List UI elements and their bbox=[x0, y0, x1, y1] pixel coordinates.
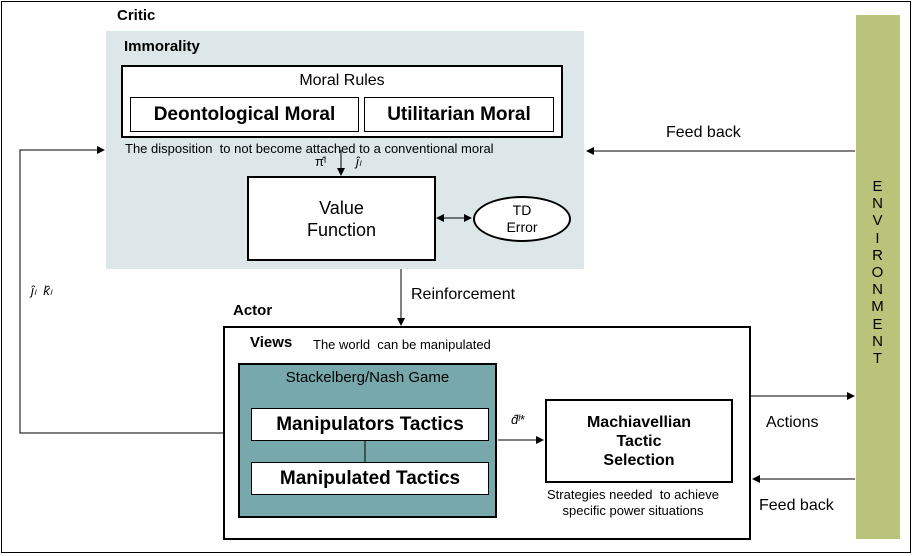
utilitarian-moral-label: Utilitarian Moral bbox=[387, 103, 531, 125]
td-error-ellipse: TD Error bbox=[473, 196, 571, 242]
value-function-line2: Function bbox=[306, 219, 377, 240]
selection-line3: Selection bbox=[603, 451, 675, 469]
j-label: ĵₗ bbox=[356, 154, 362, 169]
left-loop-line bbox=[19, 146, 223, 434]
td-error-line1: TD bbox=[512, 202, 532, 218]
stackelberg-nash-game-label: Stackelberg/Nash Game bbox=[285, 369, 450, 386]
selection-line2: Tactic bbox=[616, 432, 662, 450]
views-note: The world can be manipulated bbox=[313, 337, 491, 352]
actor-title: Actor bbox=[233, 302, 273, 319]
manipulators-tactics-label: Manipulators Tactics bbox=[276, 413, 464, 435]
utilitarian-moral-box: Utilitarian Moral bbox=[364, 97, 554, 132]
reinforcement-label: Reinforcement bbox=[411, 286, 516, 303]
disposition-text: The disposition to not become attached t… bbox=[125, 141, 494, 156]
left-loop-labels: ĵₗ k̂ₗ bbox=[31, 283, 52, 298]
manipulated-tactics-box: Manipulated Tactics bbox=[251, 462, 489, 495]
selection-line1: Machiavellian bbox=[586, 413, 692, 431]
machiavellian-selection-box: Machiavellian Tactic Selection bbox=[545, 399, 733, 483]
deontological-moral-label: Deontological Moral bbox=[153, 103, 336, 125]
critic-title: Critic bbox=[117, 7, 156, 24]
value-function-box: Value Function bbox=[247, 176, 436, 261]
td-error-line2: Error bbox=[506, 219, 538, 235]
manipulated-tactics-label: Manipulated Tactics bbox=[279, 467, 461, 489]
value-function-line1: Value bbox=[319, 197, 364, 218]
d-label: d̂ˡ* bbox=[511, 412, 525, 427]
pi-label: π̂ˡ bbox=[315, 154, 327, 169]
strategies-line1: Strategies needed to achieve bbox=[546, 487, 719, 502]
immorality-title: Immorality bbox=[124, 38, 200, 55]
views-title: Views bbox=[250, 334, 293, 351]
feedback-bottom-label: Feed back bbox=[759, 497, 834, 514]
deontological-moral-box: Deontological Moral bbox=[130, 97, 359, 132]
strategies-line2: specific power situations bbox=[562, 503, 704, 518]
moral-rules-label: Moral Rules bbox=[299, 72, 385, 89]
feedback-top-label: Feed back bbox=[666, 124, 741, 141]
manipulators-tactics-box: Manipulators Tactics bbox=[251, 408, 489, 441]
actions-label: Actions bbox=[766, 414, 819, 431]
